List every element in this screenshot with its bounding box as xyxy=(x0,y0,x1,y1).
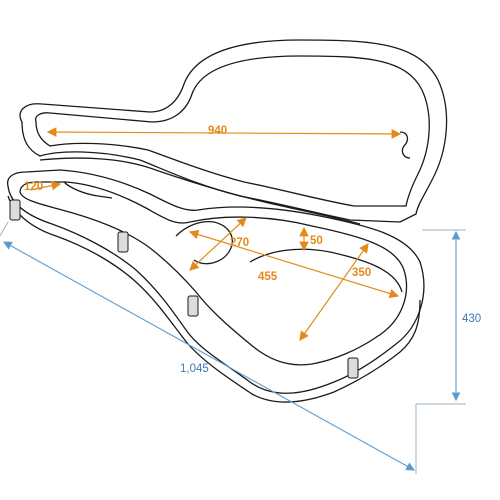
latch-icon xyxy=(9,199,21,221)
latches xyxy=(9,199,359,379)
dim-line-120 xyxy=(29,180,62,191)
inner-dimension-lines xyxy=(29,127,402,341)
label-outer-height: 430 xyxy=(462,313,481,325)
dim-line-1045 xyxy=(3,241,415,471)
label-outer-length: 1,045 xyxy=(180,363,209,375)
lid-outer-outline xyxy=(19,39,448,223)
label-body-length: 455 xyxy=(258,271,278,283)
neck-rest xyxy=(63,181,113,199)
base-inner-cavity xyxy=(19,181,408,366)
case-lid xyxy=(19,39,448,225)
lid-inner-outline xyxy=(34,55,430,207)
label-length: 940 xyxy=(208,125,227,137)
label-upper-bout: 270 xyxy=(230,237,249,249)
case-base xyxy=(6,169,425,403)
dim-line-350 xyxy=(299,243,369,341)
extension-lines xyxy=(0,221,466,474)
latch-icon xyxy=(347,357,359,379)
label-lower-bout: 350 xyxy=(352,267,371,279)
label-neck-width: 120 xyxy=(24,181,43,193)
label-depth: 50 xyxy=(310,235,323,247)
latch-icon xyxy=(187,295,199,317)
lid-rim xyxy=(39,157,361,225)
lid-pocket xyxy=(399,131,411,159)
latch-icon xyxy=(117,231,129,253)
dim-line-940 xyxy=(46,127,402,139)
dim-line-455 xyxy=(188,229,400,299)
outer-dimension-lines xyxy=(3,230,461,471)
